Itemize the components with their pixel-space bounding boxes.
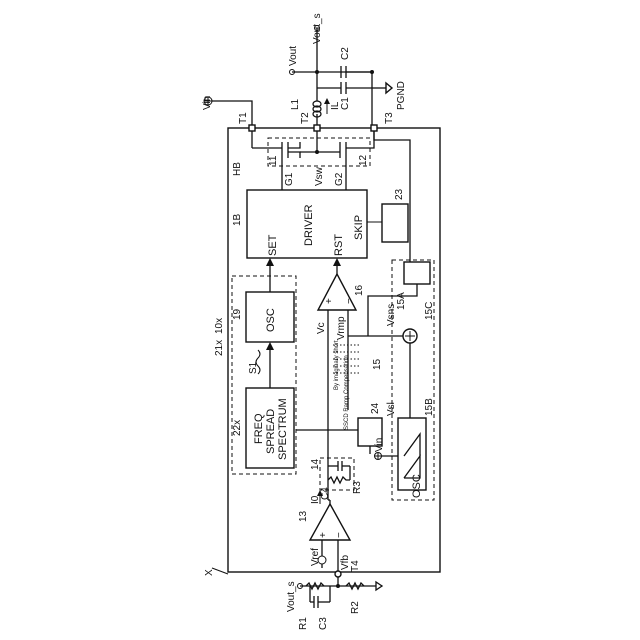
label-osc-upper: OSC <box>265 308 277 332</box>
label-vrmp: Vrmp <box>336 316 347 340</box>
capacitor-c2 <box>341 66 374 78</box>
label-vin-mid: Vin <box>374 438 385 452</box>
label-vref: Vref <box>310 548 321 566</box>
label-minus-16: − <box>344 298 355 304</box>
label-24: 24 <box>370 402 381 414</box>
label-g2: G2 <box>334 172 345 186</box>
label-plus-13: + <box>318 532 329 538</box>
label-15a: 15A <box>396 292 407 310</box>
label-s1: S1 <box>248 361 259 374</box>
label-15c: 15C <box>424 302 435 320</box>
label-set: SET <box>267 234 279 256</box>
label-c3: C3 <box>318 617 329 630</box>
feedback-network <box>298 577 383 608</box>
label-23: 23 <box>394 188 405 200</box>
label-t3: T3 <box>384 112 395 124</box>
label-minus-13: − <box>334 532 345 538</box>
label-15b: 15B <box>424 398 435 416</box>
label-osc-lower: OSC <box>411 474 423 498</box>
label-hb: HB <box>232 162 243 176</box>
pad-t4 <box>335 571 341 577</box>
label-vout-s-bottom: Vout_s <box>286 581 297 612</box>
label-q12: 12 <box>358 154 369 166</box>
label-fss-3: SPECTRUM <box>277 398 289 460</box>
label-rst: RST <box>333 234 345 256</box>
label-skip: SKIP <box>353 215 365 240</box>
label-t2: T2 <box>300 112 311 124</box>
label-plus-16: + <box>324 298 335 304</box>
label-imaginary-short: By imaginary short <box>334 340 340 390</box>
label-vout: Vout <box>288 46 299 66</box>
label-x: X <box>204 569 215 576</box>
label-vin-top: Vin <box>202 96 213 110</box>
label-15: 15 <box>372 358 383 370</box>
capacitor-c1 <box>317 82 372 94</box>
pad-t2 <box>314 125 320 131</box>
block-23 <box>382 204 408 242</box>
label-c2: C2 <box>340 47 351 60</box>
label-driver: DRIVER <box>303 204 315 246</box>
label-pgnd: PGND <box>396 81 407 110</box>
label-14: 14 <box>310 458 321 470</box>
label-t1: T1 <box>238 112 249 124</box>
label-c1: C1 <box>340 97 351 110</box>
label-vc: Vc <box>316 322 327 334</box>
label-21x: 21x <box>214 340 225 356</box>
label-1b: 1B <box>232 213 243 226</box>
label-l1: L1 <box>290 98 301 110</box>
inductor-l1 <box>313 72 330 125</box>
label-vsl: Vsl <box>386 402 397 416</box>
label-fss-1: FREQ <box>253 413 265 444</box>
label-r3: R3 <box>352 481 363 494</box>
label-g1: G1 <box>284 172 295 186</box>
label-10x: 10x <box>214 318 225 334</box>
pad-t1 <box>249 125 255 131</box>
label-16: 16 <box>354 284 365 296</box>
label-13: 13 <box>298 510 309 522</box>
label-c4: C4 <box>320 487 331 500</box>
label-t4: T4 <box>350 560 361 572</box>
label-i0: I0 <box>310 495 321 504</box>
vout-node <box>290 26 373 75</box>
label-sscd: SSCD Ramp Compensation <box>344 355 350 430</box>
summer-15c <box>403 329 417 343</box>
label-22x: 22x <box>232 420 243 436</box>
label-vout-s-top: Vout_s <box>312 13 323 44</box>
label-r2: R2 <box>350 601 361 614</box>
label-vsns: Vsns <box>386 304 397 326</box>
label-r1: R1 <box>298 617 309 630</box>
label-19: 19 <box>232 308 243 320</box>
pad-t3 <box>371 125 377 131</box>
label-q11: 11 <box>268 155 279 166</box>
label-fss-2: SPREAD <box>265 409 277 454</box>
label-vsw: Vsw <box>314 166 325 186</box>
block-15a <box>404 262 430 284</box>
